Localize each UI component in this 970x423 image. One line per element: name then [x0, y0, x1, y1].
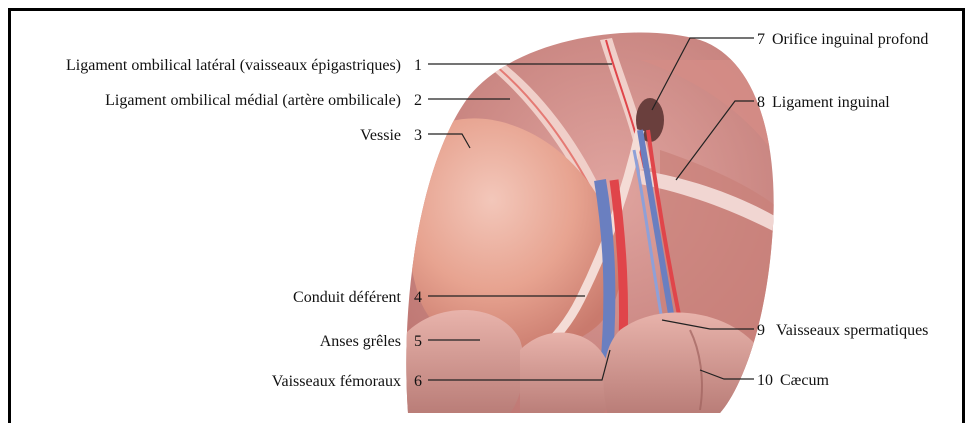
label-7-text: Orifice inguinal profond	[772, 31, 928, 48]
label-5-number: 5	[414, 333, 422, 350]
label-9-number: 9	[757, 322, 765, 339]
label-2-text: Ligament ombilical médial (artère ombili…	[105, 92, 401, 109]
label-4-number: 4	[414, 289, 422, 306]
label-3-number: 3	[414, 127, 422, 144]
label-8-number: 8	[757, 94, 765, 111]
label-7-number: 7	[757, 31, 765, 48]
label-9-text: Vaisseaux spermatiques	[776, 322, 928, 339]
label-10-text: Cæcum	[780, 372, 829, 389]
label-1-number: 1	[414, 57, 422, 74]
label-5-text: Anses grêles	[320, 333, 401, 350]
label-1-text: Ligament ombilical latéral (vaisseaux ép…	[66, 57, 401, 74]
labels-right: 7 Orifice inguinal profond 8 Ligament in…	[757, 31, 928, 389]
label-6-number: 6	[414, 373, 422, 390]
small-bowel-loop-left	[400, 310, 524, 423]
labels-left: Ligament ombilical latéral (vaisseaux ép…	[66, 57, 422, 390]
label-4-text: Conduit déférent	[293, 289, 402, 306]
label-10-number: 10	[757, 372, 773, 389]
label-3-text: Vessie	[360, 127, 401, 144]
label-6-text: Vaisseaux fémoraux	[272, 373, 401, 390]
label-2-number: 2	[414, 92, 422, 109]
label-8-text: Ligament inguinal	[772, 94, 890, 111]
